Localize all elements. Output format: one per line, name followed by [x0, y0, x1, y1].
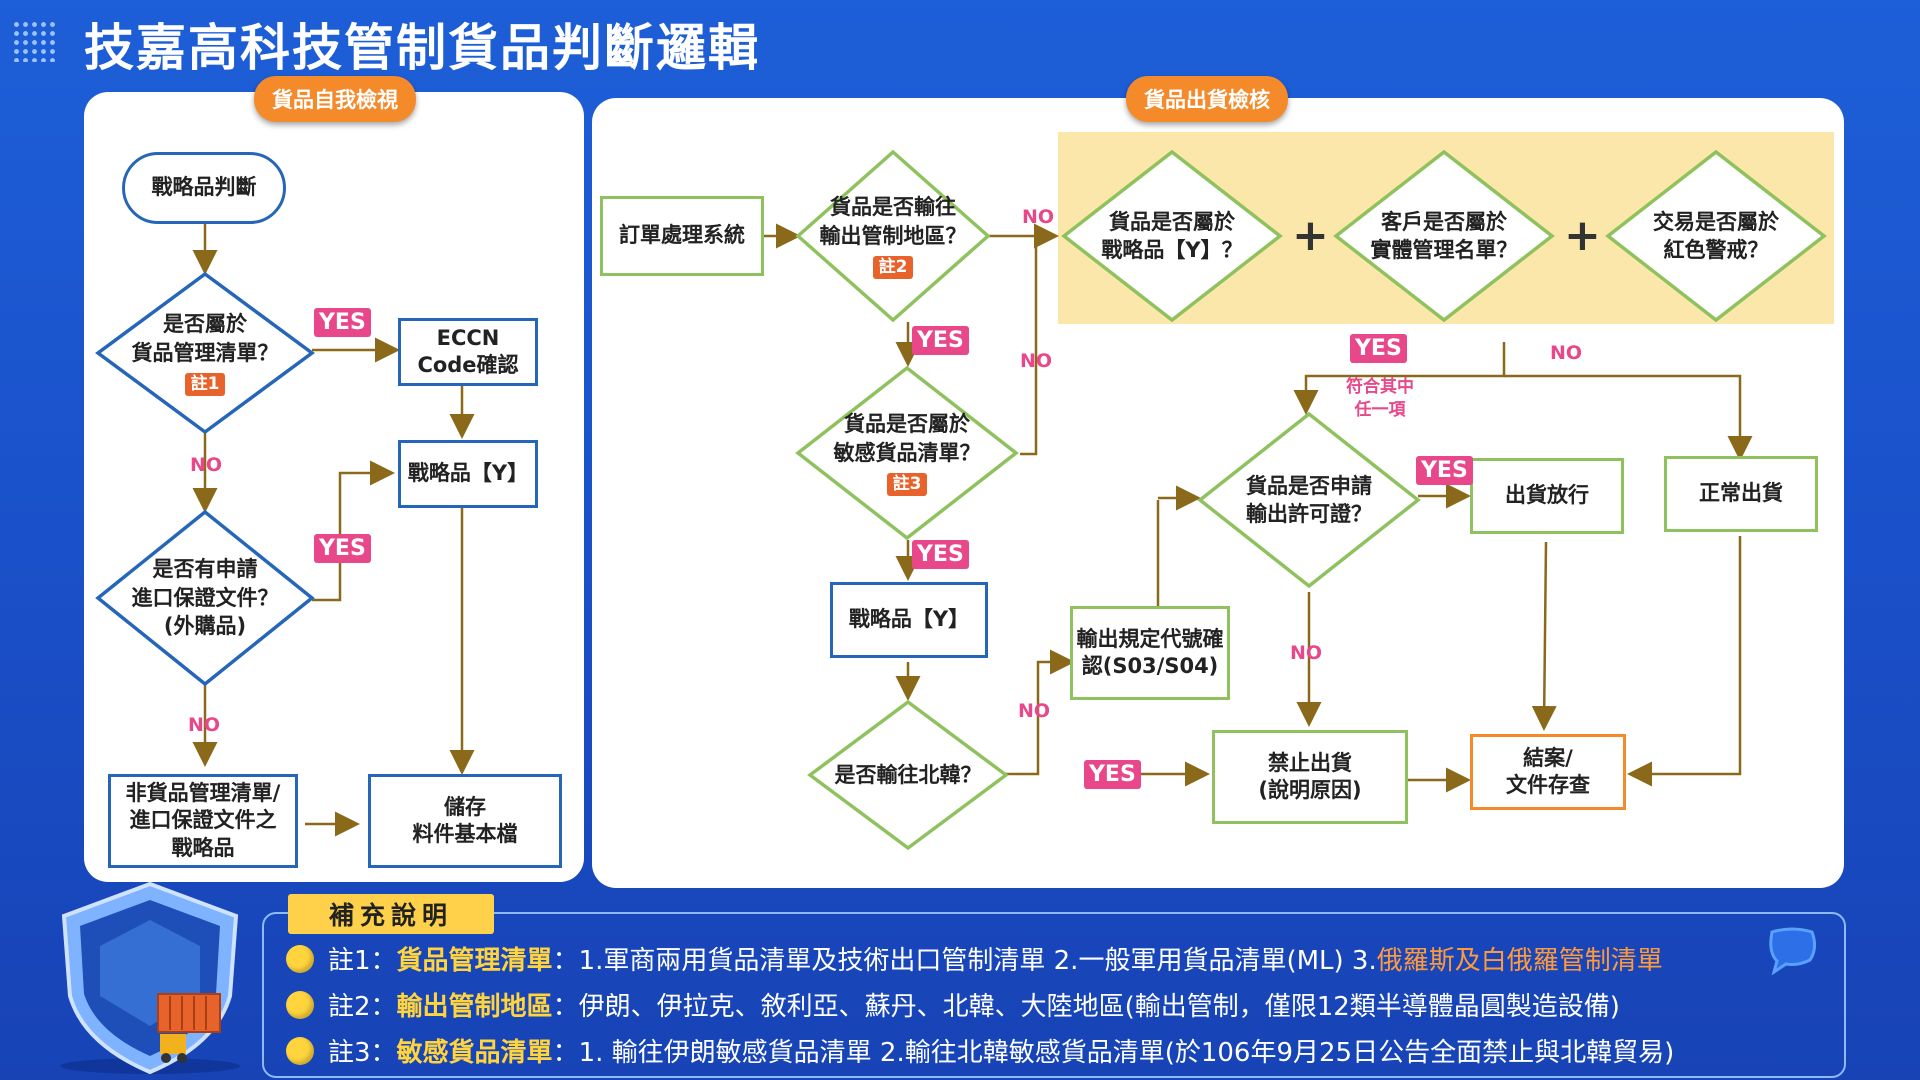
non-control-strategic-goods: 非貨品管理清單/ 進口保證文件之 戰略品	[108, 774, 298, 868]
note1-prefix: 註1：	[328, 946, 397, 976]
entity-line1: 客戶是否屬於	[1381, 209, 1507, 234]
note3-prefix: 註3：	[328, 1038, 397, 1068]
decision-import-line3: (外購品)	[163, 614, 247, 639]
yes-label-north-korea: YES	[1084, 760, 1141, 789]
no-label-sensitive: NO	[1020, 350, 1053, 372]
yes-label-control-list: YES	[314, 308, 371, 337]
any-one-line2: 任一項	[1354, 399, 1406, 420]
note-line-2: 註2： 輸出管制地區 ：伊朗、伊拉克、敘利亞、蘇丹、北韓、大陸地區(輸出管制，僅…	[286, 986, 1620, 1023]
yes-label-import: YES	[314, 534, 371, 563]
store-line1: 儲存	[444, 794, 486, 819]
page-title: 技嘉高科技管制貨品判斷邏輯	[84, 19, 760, 77]
bullet-icon	[286, 990, 314, 1019]
sensitive-line2: 敏感貨品清單？	[833, 440, 981, 465]
note1-badge: 註1	[184, 373, 226, 396]
note2-prefix: 註2：	[328, 992, 397, 1022]
license-line1: 貨品是否申請	[1246, 473, 1372, 498]
store-line2: 料件基本檔	[412, 822, 518, 846]
yes-label-sensitive: YES	[912, 540, 969, 569]
no-label-license: NO	[1290, 642, 1323, 664]
note-line-1: 註1： 貨品管理清單 ：1.軍商兩用貨品清單及技術出口管制清單 2.一般軍用貨品…	[286, 940, 1663, 977]
eccn-line1: ECCN	[436, 325, 500, 350]
forbid-line1: 禁止出貨	[1268, 750, 1352, 775]
self-check-tag: 貨品自我檢視	[254, 76, 416, 122]
north-korea-text: 是否輸往北韓？	[834, 762, 982, 787]
strategic-goods-y-left: 戰略品【Y】	[398, 440, 538, 508]
yes-label-license: YES	[1416, 456, 1473, 485]
no-label-control-list: NO	[190, 454, 223, 476]
note-line-3: 註3： 敏感貨品清單 ：1. 輸往伊朗敏感貨品清單 2.輸往北韓敏感貨品清單(於…	[286, 1032, 1674, 1069]
decision-export-license: 貨品是否申請 輸出許可證？	[1197, 411, 1421, 589]
any-one-note: 符合其中 任一項	[1330, 376, 1430, 422]
start-strategic-judgement: 戰略品判斷	[122, 152, 286, 224]
no-label-region: NO	[1022, 206, 1055, 228]
decision-import-line2: 進口保證文件？	[131, 585, 279, 610]
code-check-line1: 輸出規定代號確	[1076, 626, 1224, 651]
region-line1: 貨品是否輸往	[830, 195, 956, 220]
bullet-icon	[286, 944, 314, 973]
close-case-archive: 結案/ 文件存查	[1470, 734, 1626, 810]
entity-line2: 實體管理名單？	[1370, 238, 1518, 262]
forbid-shipment: 禁止出貨 (說明原因)	[1212, 730, 1408, 824]
shipment-release: 出貨放行	[1470, 458, 1624, 534]
sensitive-line1: 貨品是否屬於	[844, 412, 970, 437]
note2-badge: 註2	[872, 256, 914, 279]
license-line2: 輸出許可證？	[1246, 502, 1372, 526]
no-label-screening: NO	[1550, 342, 1583, 364]
yes-label-region: YES	[912, 326, 969, 355]
decision-import-certificate: 是否有申請 進口保證文件？ (外購品)	[95, 509, 315, 687]
notes-tag: 補充說明	[288, 894, 494, 934]
decision-strategic-y: 貨品是否屬於 戰略品【Y】？	[1061, 149, 1283, 323]
decision-red-flag: 交易是否屬於 紅色警戒？	[1605, 149, 1827, 323]
close-line1: 結案/	[1523, 745, 1573, 770]
decision-control-list: 是否屬於 貨品管理清單？ 註1	[95, 271, 315, 435]
non-control-line3: 戰略品	[171, 835, 235, 860]
strategic-q-line1: 貨品是否屬於	[1109, 209, 1235, 234]
non-control-line2: 進口保證文件之	[129, 808, 277, 833]
eccn-code-check: ECCN Code確認	[398, 318, 538, 386]
forbid-line2: (說明原因)	[1258, 778, 1362, 802]
chat-icon[interactable]	[1764, 926, 1820, 976]
redflag-line2: 紅色警戒？	[1663, 238, 1769, 262]
any-one-line1: 符合其中	[1346, 377, 1414, 397]
note3-text: ：1. 輸往伊朗敏感貨品清單 2.輸往北韓敏感貨品清單(於106年9月25日公告…	[552, 1038, 1675, 1068]
shield-icon	[60, 881, 240, 1075]
export-code-check: 輸出規定代號確 認(S03/S04)	[1070, 606, 1230, 700]
dots-icon	[12, 20, 58, 62]
note1-tail: 俄羅斯及白俄羅管制清單	[1376, 946, 1663, 976]
bullet-icon	[286, 1036, 314, 1065]
redflag-line1: 交易是否屬於	[1653, 209, 1779, 234]
no-label-north-korea: NO	[1018, 700, 1051, 722]
shipping-check-tag: 貨品出貨檢核	[1126, 76, 1288, 122]
strategic-goods-y-right: 戰略品【Y】	[830, 582, 988, 658]
note1-text: ：1.軍商兩用貨品清單及技術出口管制清單 2.一般軍用貨品清單(ML) 3.	[552, 946, 1377, 976]
note2-key: 輸出管制地區	[396, 992, 553, 1022]
no-label-import: NO	[188, 714, 221, 736]
decision-entity-list: 客戶是否屬於 實體管理名單？	[1333, 149, 1555, 323]
note3-badge: 註3	[886, 473, 928, 496]
eccn-line2: Code確認	[417, 353, 519, 377]
decision-sensitive-goods: 貨品是否屬於 敏感貨品清單？ 註3	[795, 365, 1019, 541]
plus-sign-1: +	[1292, 210, 1329, 261]
decision-north-korea: 是否輸往北韓？	[807, 699, 1009, 851]
strategic-q-line2: 戰略品【Y】？	[1101, 238, 1243, 262]
cargo-icon	[157, 993, 221, 1063]
decision-export-control-region: 貨品是否輸往 輸出管制地區？ 註2	[795, 149, 991, 323]
region-line2: 輸出管制地區？	[819, 223, 967, 248]
normal-shipment: 正常出貨	[1664, 456, 1818, 532]
yes-label-screening: YES	[1350, 334, 1407, 363]
decision-control-list-line1: 是否屬於	[163, 312, 247, 337]
order-processing-system: 訂單處理系統	[600, 196, 764, 276]
notes-box	[262, 912, 1846, 1078]
close-line2: 文件存查	[1506, 773, 1590, 797]
note1-key: 貨品管理清單	[396, 946, 553, 976]
code-check-line2: 認(S03/S04)	[1081, 654, 1219, 678]
note3-key: 敏感貨品清單	[396, 1038, 553, 1068]
note2-text: ：伊朗、伊拉克、敘利亞、蘇丹、北韓、大陸地區(輸出管制，僅限12類半導體晶圓製造…	[552, 992, 1620, 1022]
plus-sign-2: +	[1564, 210, 1601, 261]
store-material-master: 儲存 料件基本檔	[368, 774, 562, 868]
decision-import-line1: 是否有申請	[152, 557, 258, 582]
decision-control-list-line2: 貨品管理清單？	[131, 340, 279, 365]
non-control-line1: 非貨品管理清單/	[125, 781, 281, 806]
